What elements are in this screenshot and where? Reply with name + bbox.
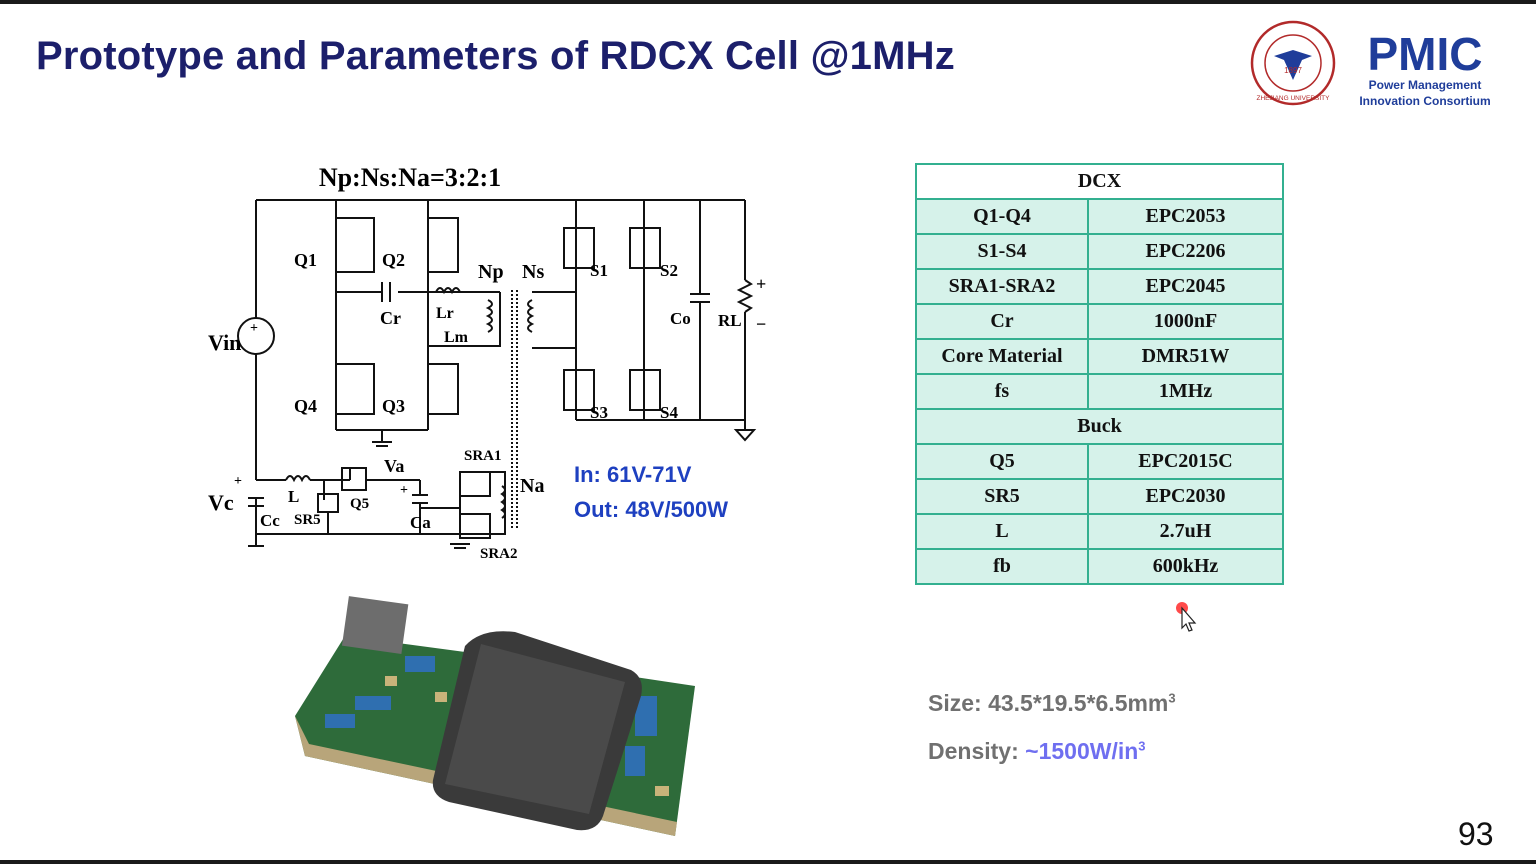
param-value: EPC2206	[1087, 233, 1284, 270]
label-q4: Q4	[294, 396, 317, 416]
label-s2: S2	[660, 261, 678, 280]
pmic-logo: PMIC	[1368, 28, 1483, 80]
param-value: 1000nF	[1087, 303, 1284, 340]
param-name: L	[915, 513, 1089, 550]
university-seal-logo: 1897 ZHEJIANG UNIVERSITY	[1250, 20, 1336, 106]
pmic-tagline-1: Power Management	[1368, 78, 1482, 92]
slide-title: Prototype and Parameters of RDCX Cell @1…	[36, 34, 955, 78]
label-np: Np	[478, 261, 504, 283]
label-sr5: SR5	[294, 512, 321, 528]
param-value: 1MHz	[1087, 373, 1284, 410]
label-ns: Ns	[522, 261, 544, 283]
output-spec: Out: 48V/500W	[574, 497, 729, 522]
label-vin: Vin	[208, 330, 241, 355]
svg-text:+: +	[250, 321, 258, 336]
label-l: L	[288, 487, 299, 506]
turns-ratio: Np:Ns:Na=3:2:1	[319, 163, 501, 192]
dcx-header: DCX	[915, 163, 1284, 200]
param-name: SRA1-SRA2	[915, 268, 1089, 305]
buck-header: Buck	[915, 408, 1284, 445]
label-q3: Q3	[382, 396, 405, 416]
top-border	[0, 0, 1536, 4]
seal-year: 1897	[1284, 66, 1302, 75]
param-name: Q1-Q4	[915, 198, 1089, 235]
param-value: EPC2053	[1087, 198, 1284, 235]
param-name: Cr	[915, 303, 1089, 340]
label-cr: Cr	[380, 308, 401, 328]
label-sra2: SRA2	[480, 546, 518, 562]
density-label: Density:	[928, 738, 1019, 764]
input-spec: In: 61V-71V	[574, 462, 692, 487]
size-metric: Size: 43.5*19.5*6.5mm3	[928, 690, 1176, 717]
label-s1: S1	[590, 261, 608, 280]
param-value: 600kHz	[1087, 548, 1284, 585]
label-s3: S3	[590, 403, 608, 422]
density-value: ~1500W/in	[1025, 738, 1139, 764]
seal-name: ZHEJIANG UNIVERSITY	[1257, 95, 1331, 102]
param-value: EPC2030	[1087, 478, 1284, 515]
svg-text:−: −	[756, 314, 766, 334]
label-lm: Lm	[444, 329, 469, 346]
param-value: 2.7uH	[1087, 513, 1284, 550]
label-cc: Cc	[260, 511, 280, 530]
size-label: Size:	[928, 690, 982, 716]
label-q2: Q2	[382, 250, 405, 270]
size-value: 43.5*19.5*6.5mm	[988, 690, 1169, 716]
density-metric: Density: ~1500W/in3	[928, 738, 1146, 765]
density-superscript: 3	[1138, 738, 1146, 754]
param-name: Core Material	[915, 338, 1089, 375]
label-na: Na	[520, 475, 544, 497]
param-name: Q5	[915, 443, 1089, 480]
label-sra1: SRA1	[464, 448, 502, 464]
svg-text:+: +	[756, 274, 766, 294]
label-q1: Q1	[294, 250, 317, 270]
page-number: 93	[1458, 816, 1494, 852]
param-value: EPC2015C	[1087, 443, 1284, 480]
param-name: S1-S4	[915, 233, 1089, 270]
prototype-board-photo	[295, 596, 695, 836]
param-name: SR5	[915, 478, 1089, 515]
svg-text:+: +	[234, 474, 242, 489]
label-q5: Q5	[350, 496, 369, 512]
param-name: fs	[915, 373, 1089, 410]
mouse-pointer-icon	[1176, 602, 1197, 632]
label-rl: RL	[718, 311, 742, 330]
label-s4: S4	[660, 403, 678, 422]
label-co: Co	[670, 309, 691, 328]
label-ca: Ca	[410, 513, 431, 532]
pmic-brand: PMIC	[1368, 28, 1483, 80]
circuit-schematic: Np:Ns:Na=3:2:1 Vin Vc Va Np Ns Na Cr Lr …	[208, 163, 766, 562]
label-vc: Vc	[208, 490, 234, 515]
bottom-border	[0, 860, 1536, 864]
svg-text:+: +	[400, 483, 408, 498]
param-name: fb	[915, 548, 1089, 585]
pmic-tagline-2: Innovation Consortium	[1359, 94, 1491, 108]
param-value: DMR51W	[1087, 338, 1284, 375]
param-value: EPC2045	[1087, 268, 1284, 305]
label-lr: Lr	[436, 305, 454, 322]
label-va: Va	[384, 456, 404, 476]
size-superscript: 3	[1168, 690, 1176, 706]
